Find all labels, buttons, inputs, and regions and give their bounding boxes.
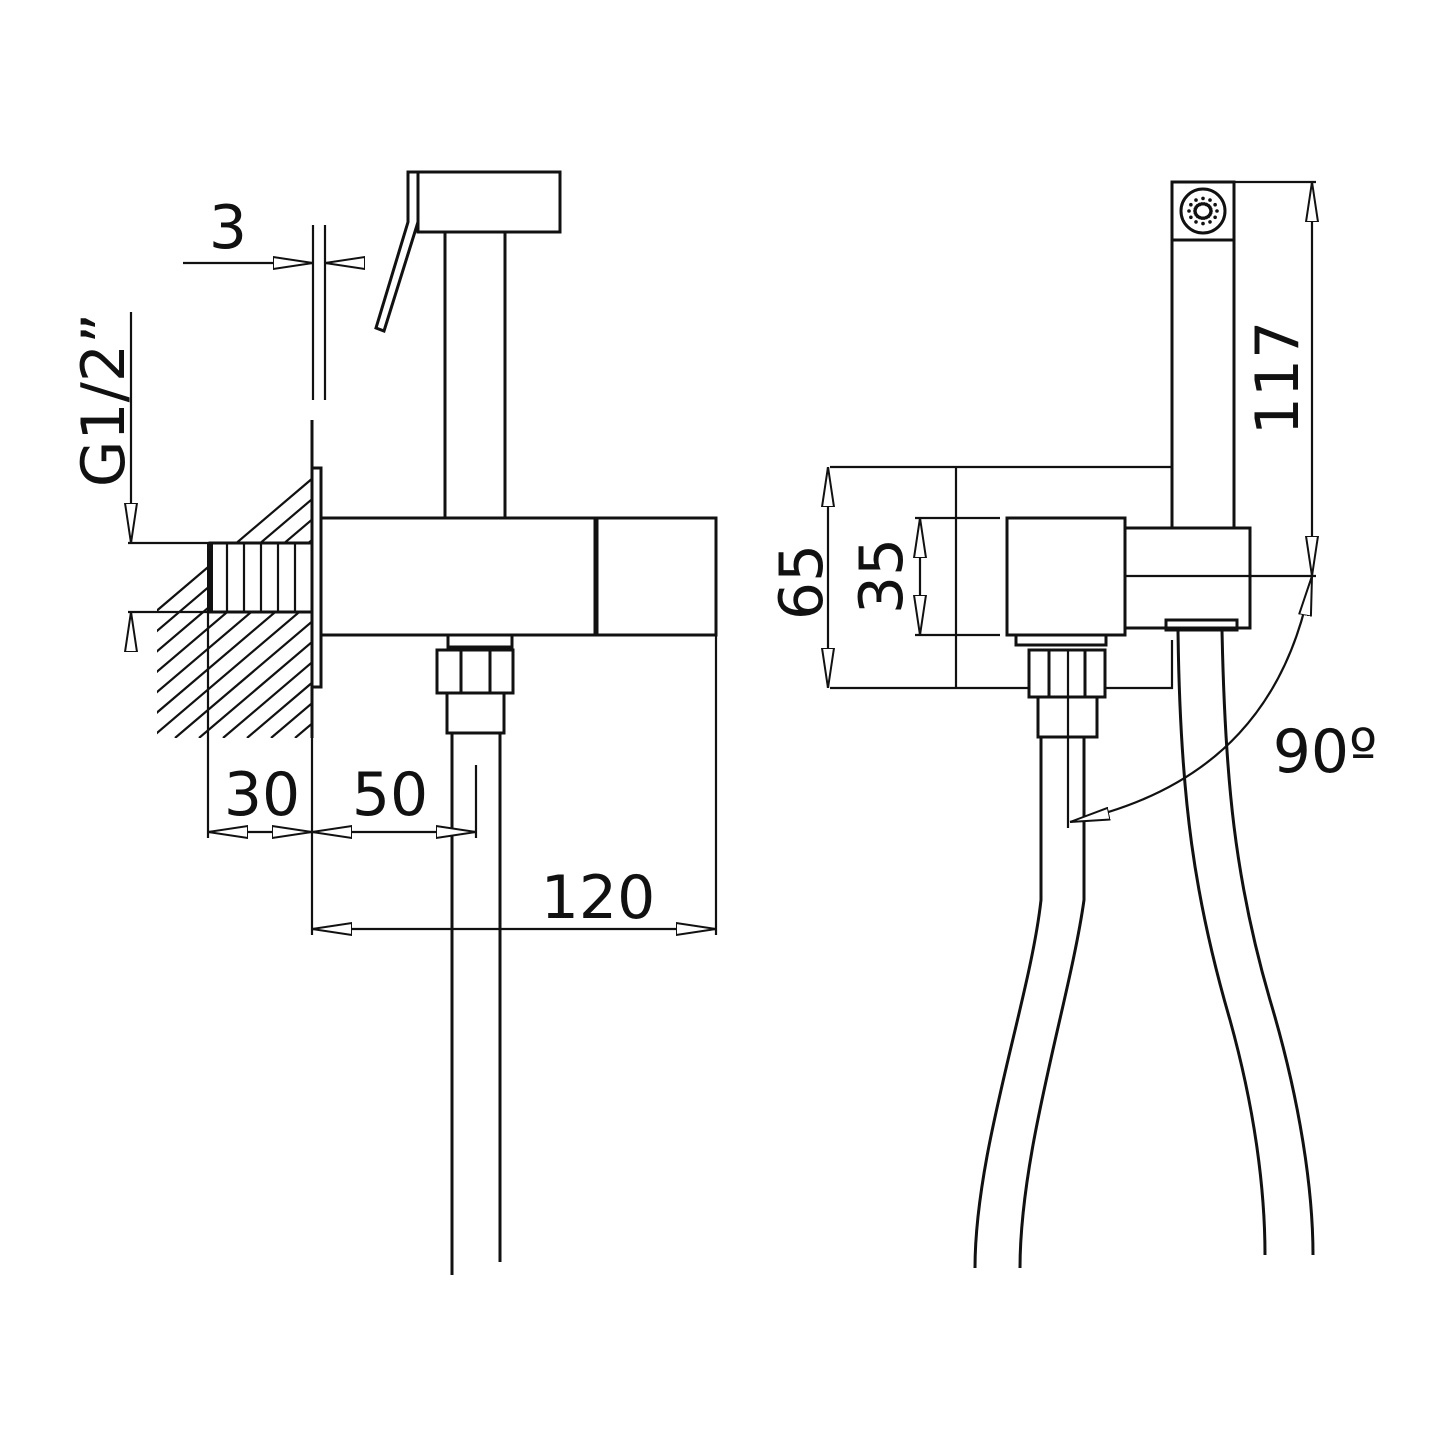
spray-hole: [1194, 198, 1198, 202]
wall-hatch: [157, 449, 659, 738]
dimension-length: 120: [312, 635, 718, 935]
hose-a-left: [973, 737, 1043, 1269]
handshower-head: [416, 170, 562, 234]
spray-hole: [1208, 198, 1212, 202]
valve-box: [1005, 516, 1127, 637]
hex-nut: [435, 648, 515, 695]
spray-nozzle-icon: [1179, 187, 1227, 235]
spray-hole: [1215, 209, 1219, 213]
spray-hole: [1187, 209, 1191, 213]
hatch-line: [294, 722, 312, 738]
spray-hole: [1189, 215, 1193, 220]
dim-length-label: 120: [541, 863, 656, 933]
handshower-stem-side: [1170, 238, 1236, 530]
dimension-box-height: 35: [847, 516, 1000, 637]
hatch-line: [319, 449, 659, 738]
dim-box-height-label: 35: [847, 538, 917, 614]
spray-hole: [1189, 202, 1193, 207]
spray-hole: [1194, 220, 1198, 224]
dimension-wall-outlet: 30 50: [206, 612, 478, 935]
dimension-handshower: 117: [1234, 180, 1316, 576]
left-view: 3 G1/2” 30 50 120: [69, 170, 718, 1275]
spray-hole: [1213, 215, 1217, 220]
dimension-gap: 3: [183, 193, 365, 400]
right-view: 65 35 117 90º: [767, 180, 1378, 1269]
dim-gap-label: 3: [209, 193, 247, 263]
dim-wall-label: 30: [224, 760, 300, 830]
hose-a-right: [1018, 737, 1086, 1269]
dim-outlet-label: 50: [352, 760, 428, 830]
spray-hole: [1213, 202, 1217, 207]
dimension-body-height: 65: [767, 467, 837, 688]
thread-lines: [225, 543, 297, 612]
dim-thread-label: G1/2”: [69, 313, 139, 487]
spray-holes: [1187, 196, 1219, 226]
hatch-line: [198, 640, 312, 738]
hatch-line: [157, 497, 312, 633]
spray-hole: [1208, 207, 1213, 211]
dimension-rotation: 90º: [1070, 576, 1378, 824]
dim-handshower-label: 117: [1243, 321, 1313, 436]
hatch-line: [246, 681, 312, 738]
hatch-line: [174, 620, 312, 738]
trigger-lever: [374, 170, 420, 333]
hatch-line: [157, 477, 312, 612]
hose-ferrule: [445, 691, 506, 735]
hose-b-left: [1176, 629, 1267, 1256]
dim-rotation-label: 90º: [1273, 717, 1378, 787]
nut-washer: [446, 633, 514, 649]
dim-body-height-label: 65: [767, 544, 837, 620]
spray-hole: [1201, 221, 1205, 226]
spray-hole: [1201, 196, 1205, 201]
hatch-line: [222, 660, 312, 738]
handshower-stem: [443, 230, 507, 520]
valve-body: [319, 516, 718, 637]
dimension-thread: G1/2”: [69, 312, 210, 652]
spray-hole: [1208, 220, 1212, 224]
holder-block: [1123, 526, 1252, 630]
